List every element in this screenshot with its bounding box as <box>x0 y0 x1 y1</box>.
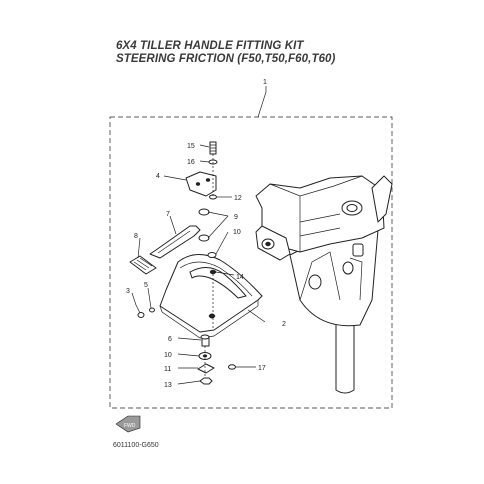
callout-10-upper: 10 <box>233 229 241 236</box>
part-17-washer <box>228 364 236 370</box>
callout-6: 6 <box>168 336 172 343</box>
part-5-washer <box>149 307 155 313</box>
swivel-bracket-housing <box>255 175 393 394</box>
callout-3: 3 <box>126 288 130 295</box>
callout-2: 2 <box>282 321 286 328</box>
callout-1: 1 <box>263 79 267 86</box>
callout-10-lower: 10 <box>164 352 172 359</box>
kit-boundary-dashed-frame <box>109 116 393 409</box>
diagram-title-line-2: STEERING FRICTION (F50,T50,F60,T60) <box>116 53 336 65</box>
part-7-friction-lever <box>149 225 201 259</box>
callout-13: 13 <box>164 382 172 389</box>
callout-14: 14 <box>236 274 244 281</box>
part-2-friction-plate <box>159 254 263 339</box>
part-11-lock-washer <box>197 363 215 374</box>
callout-8: 8 <box>134 233 138 240</box>
forward-direction-symbol: FWD <box>115 415 141 433</box>
callout-4: 4 <box>156 173 160 180</box>
callout-12: 12 <box>234 195 242 202</box>
callout-numbers: 1 2 3 4 5 6 7 8 9 10 10 11 12 13 14 15 1… <box>126 79 286 389</box>
callout-16: 16 <box>187 159 195 166</box>
drawing-reference-code: 6011100-G650 <box>113 442 159 449</box>
part-9-plate-washer <box>198 208 210 242</box>
callout-11: 11 <box>164 366 171 373</box>
part-4-mounting-bracket <box>185 171 217 197</box>
callout-7: 7 <box>166 211 170 218</box>
fwd-label: FWD <box>124 423 136 429</box>
diagram-title-line-1: 6X4 TILLER HANDLE FITTING KIT <box>116 40 304 52</box>
part-6-bolt <box>200 334 210 347</box>
callout-9: 9 <box>234 214 238 221</box>
part-15-bolt <box>209 141 217 155</box>
part-8-lever-grip <box>129 255 157 275</box>
leader-lines <box>131 86 267 385</box>
callout-17: 17 <box>258 365 266 372</box>
callout-5: 5 <box>144 282 148 289</box>
part-3-bolt <box>137 312 145 318</box>
part-13-nut <box>199 377 213 385</box>
part-10-spacer <box>207 252 217 258</box>
callout-15: 15 <box>187 143 195 150</box>
